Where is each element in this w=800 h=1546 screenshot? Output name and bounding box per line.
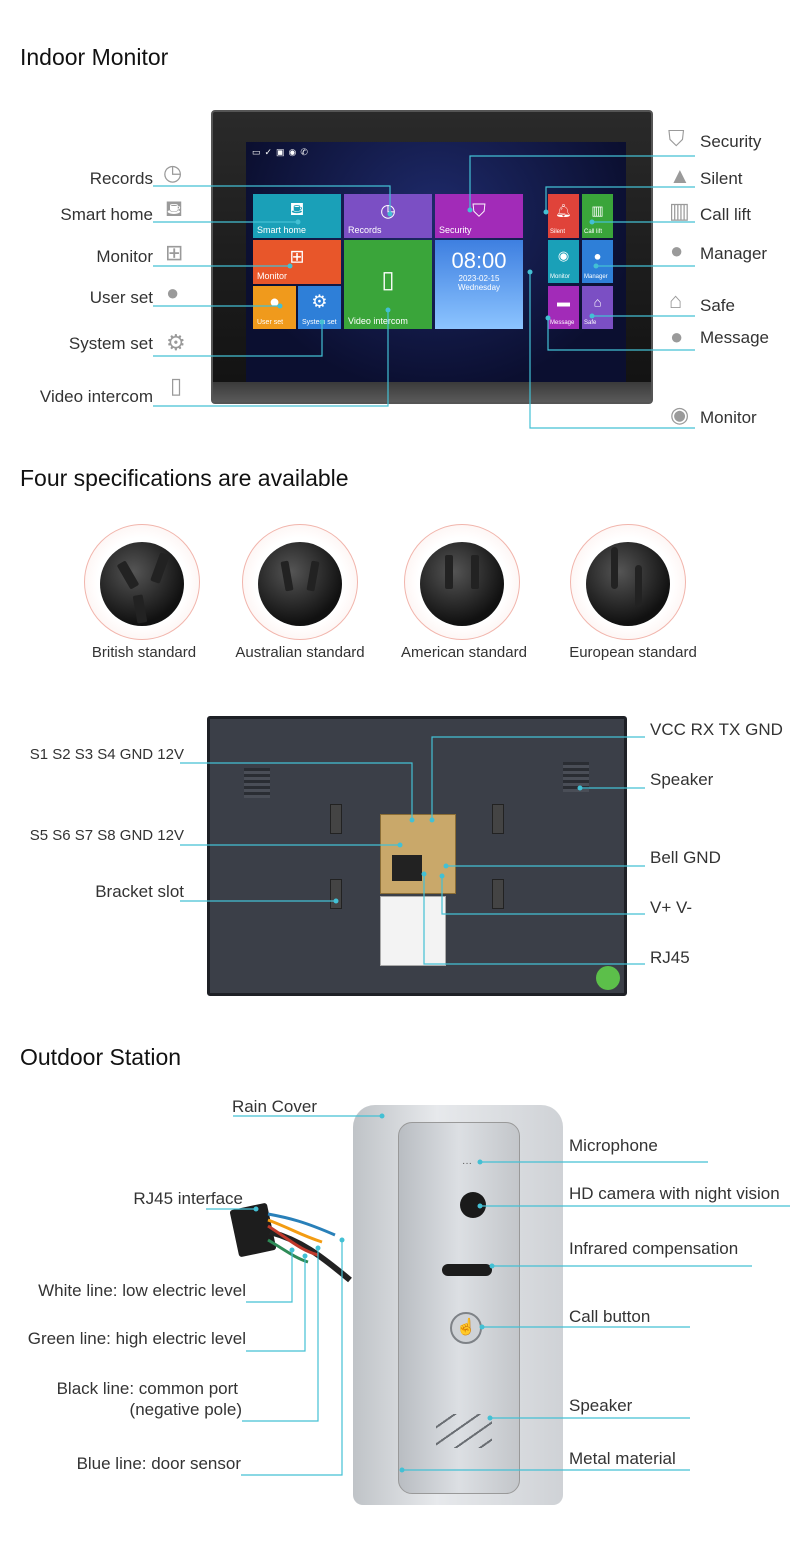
bell-icon: ▲: [669, 163, 691, 188]
label-speaker-outdoor: Speaker: [569, 1396, 633, 1415]
clock-widget: 08:00 2023-02-15 Wednesday: [435, 240, 523, 329]
label-bell-gnd: Bell GND: [650, 848, 721, 867]
shield-icon: ⛉: [668, 126, 685, 151]
walkie-talkie-icon: ▯: [381, 266, 395, 294]
gear-icon: ⚙: [166, 330, 186, 355]
green-sticker: [596, 966, 620, 990]
label-s5-s8: S5 S6 S7 S8 GND 12V: [29, 827, 184, 844]
label-video-intercom: Video intercom: [39, 387, 153, 406]
monitor-bottom-bar: [213, 382, 651, 402]
label-microphone: Microphone: [569, 1136, 658, 1155]
plug-label-european: European standard: [569, 644, 697, 661]
clock-weekday: Wednesday: [457, 283, 501, 292]
bell-icon: 🔔︎: [555, 202, 572, 218]
label-monitor-left: Monitor: [96, 247, 153, 266]
plug-label-american: American standard: [401, 644, 527, 661]
label-blue-line: Blue line: door sensor: [76, 1454, 241, 1473]
label-s1-s4: S1 S2 S3 S4 GND 12V: [29, 746, 184, 763]
infrared-strip: [442, 1264, 492, 1276]
microphone-holes: ···: [462, 1158, 472, 1169]
label-black-line: Black line: common port: [56, 1379, 238, 1398]
label-green-line: Green line: high electric level: [27, 1329, 246, 1348]
label-silent: Silent: [700, 169, 743, 188]
plug-british: [84, 524, 200, 640]
chat-icon: ●: [670, 324, 684, 349]
camera-icon: ◉: [557, 248, 570, 264]
label-rj45-back: RJ45: [650, 948, 690, 967]
chat-icon: ▬: [557, 294, 570, 310]
elevator-icon: ▥: [669, 198, 690, 223]
label-v-plus-minus: V+ V-: [650, 898, 693, 917]
label-rj45-interface: RJ45 interface: [133, 1189, 243, 1208]
tile-safe[interactable]: ⌂Safe: [582, 286, 613, 329]
network-icon: ⊞: [165, 240, 184, 265]
label-metal-material: Metal material: [569, 1449, 676, 1468]
label-rain-cover: Rain Cover: [231, 1097, 317, 1116]
elevator-icon: ▥: [591, 202, 604, 218]
label-message: Message: [700, 328, 769, 347]
label-system-set: System set: [68, 334, 153, 353]
label-safe: Safe: [700, 296, 735, 315]
plug-label-british: British standard: [91, 644, 197, 661]
clock-icon: ◷: [163, 160, 183, 185]
label-white-line: White line: low electric level: [38, 1281, 246, 1300]
tile-silent[interactable]: 🔔︎Silent: [548, 194, 579, 238]
walkie-talkie-icon: ▯: [170, 373, 183, 398]
label-vcc-rx-tx-gnd: VCC RX TX GND: [650, 720, 783, 739]
shield-icon: ⛉: [472, 200, 486, 221]
manager-icon: ●: [670, 238, 684, 263]
section-title-indoor: Indoor Monitor: [20, 44, 169, 70]
gear-icon: ⚙: [311, 291, 328, 312]
tile-monitor-2[interactable]: ◉Monitor: [548, 240, 579, 283]
label-hd-camera: HD camera with night vision: [569, 1184, 780, 1203]
plug-american: [404, 524, 520, 640]
tile-monitor[interactable]: ⊞Monitor: [253, 240, 341, 284]
manager-icon: ●: [593, 248, 602, 264]
label-black-line-note: (negative pole): [129, 1400, 242, 1419]
tile-smart-home[interactable]: ⛾Smart home: [253, 194, 341, 238]
label-call-button: Call button: [569, 1307, 651, 1326]
status-icons: ▭✓▣◉✆: [252, 147, 312, 157]
clock-time: 08:00: [451, 248, 507, 273]
label-records: Records: [89, 169, 153, 188]
camera-icon: ◉: [670, 402, 690, 427]
rj45-port: [392, 855, 422, 881]
label-bracket-slot: Bracket slot: [95, 882, 184, 901]
label-security: Security: [700, 132, 762, 151]
label-user-set: User set: [89, 288, 153, 307]
label-manager: Manager: [700, 244, 768, 263]
tile-message[interactable]: ▬Message: [548, 286, 579, 329]
tile-user-set[interactable]: ●User set: [253, 286, 296, 329]
plug-european: [570, 524, 686, 640]
speaker-slots: [436, 1414, 492, 1448]
user-icon: ●: [166, 280, 180, 305]
tile-system-set[interactable]: ⚙System set: [298, 286, 341, 329]
tile-manager[interactable]: ●Manager: [582, 240, 613, 283]
label-monitor-right: Monitor: [700, 408, 757, 427]
section-title-specs: Four specifications are available: [20, 465, 349, 491]
tile-security[interactable]: ⛉Security: [435, 194, 523, 238]
label-speaker-back: Speaker: [650, 770, 714, 789]
house-icon: ⌂: [669, 288, 683, 313]
network-icon: ⊞: [289, 246, 305, 267]
sofa-icon: ⛾: [165, 196, 183, 221]
label-infrared: Infrared compensation: [569, 1239, 739, 1258]
tile-call-lift[interactable]: ▥Call lift: [582, 194, 613, 238]
plug-australian: [242, 524, 358, 640]
clock-date: 2023-02-15: [458, 274, 500, 283]
tile-video-intercom[interactable]: ▯Video intercom: [344, 240, 432, 329]
sofa-icon: ⛾: [289, 198, 305, 219]
house-icon: ⌂: [593, 294, 602, 310]
label-smart-home: Smart home: [60, 205, 153, 224]
plug-label-australian: Australian standard: [235, 644, 365, 661]
user-icon: ●: [269, 291, 280, 312]
section-title-outdoor: Outdoor Station: [20, 1044, 182, 1070]
monitor-callout-lines: [153, 155, 695, 429]
label-call-lift: Call lift: [700, 205, 752, 224]
